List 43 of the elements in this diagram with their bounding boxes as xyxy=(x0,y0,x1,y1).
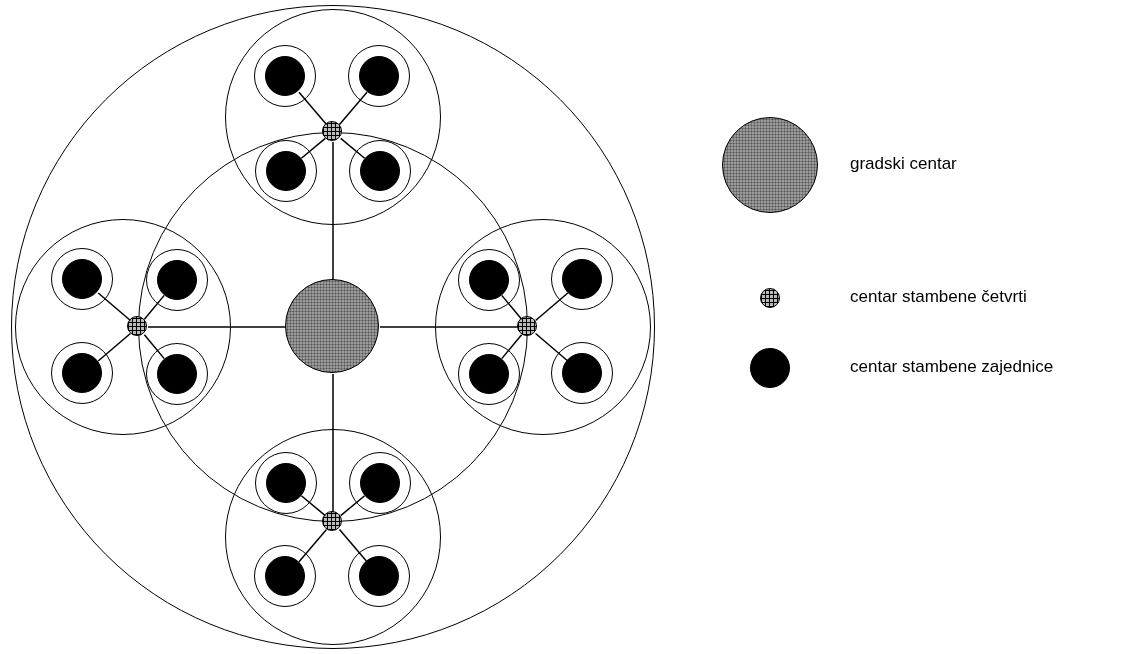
quarter-center-circle xyxy=(517,316,537,336)
connector-line xyxy=(338,528,368,563)
community-center-dot xyxy=(359,462,400,503)
quarter-center-circle xyxy=(127,316,147,336)
community-center-dot xyxy=(561,258,602,299)
connector-line xyxy=(534,292,569,322)
connector-line xyxy=(300,495,327,517)
community-center-dot xyxy=(61,258,102,299)
community-center-dot xyxy=(359,150,400,191)
community-center-dot xyxy=(156,353,197,394)
community-center-dot xyxy=(468,353,509,394)
community-center-dot xyxy=(265,150,306,191)
connector-line xyxy=(501,333,523,360)
connector-line xyxy=(332,141,334,281)
legend-label: centar stambene četvrti xyxy=(850,287,1027,307)
community-center-dot xyxy=(264,55,305,96)
connector-line xyxy=(338,91,368,126)
community-center-dot xyxy=(561,352,602,393)
community-center-dot xyxy=(264,555,305,596)
connector-line xyxy=(298,528,328,563)
community-center-dot xyxy=(61,352,102,393)
connector-line xyxy=(501,294,523,321)
connector-line xyxy=(300,137,327,159)
legend-label: centar stambene zajednice xyxy=(850,357,1054,377)
connector-line xyxy=(339,137,366,159)
connector-line xyxy=(97,292,132,322)
community-center-dot xyxy=(358,555,399,596)
connector-line xyxy=(143,294,165,321)
community-center-dot xyxy=(156,259,197,300)
quarter-center-circle xyxy=(322,121,342,141)
connector-line xyxy=(332,373,334,513)
connector-line xyxy=(97,332,132,362)
connector-line xyxy=(143,333,165,360)
connector-line xyxy=(298,91,328,126)
community-center-dot xyxy=(468,259,509,300)
connector-line xyxy=(534,332,569,362)
community-center-dot xyxy=(265,462,306,503)
connector-line xyxy=(147,326,287,328)
connector-line xyxy=(379,326,519,328)
legend-label: gradski centar xyxy=(850,154,957,174)
connector-line xyxy=(339,495,366,517)
community-center-dot xyxy=(358,55,399,96)
quarter-center-circle xyxy=(322,511,342,531)
